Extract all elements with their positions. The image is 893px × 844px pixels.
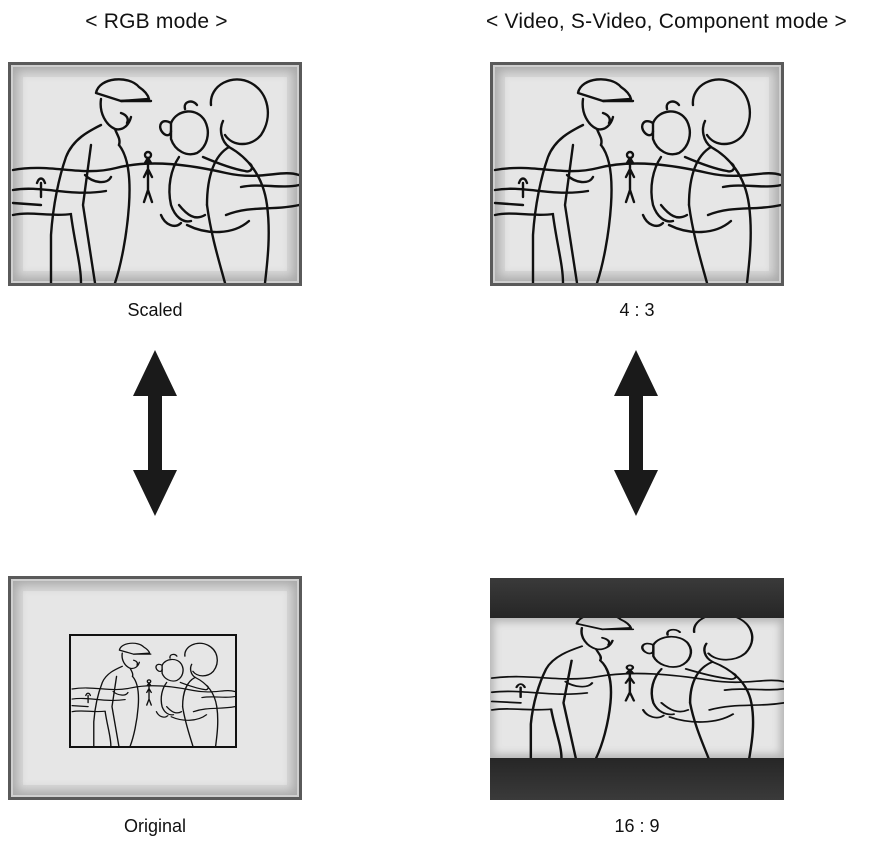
- ratio-16-9-caption: 16 : 9: [614, 816, 660, 836]
- scene-image: [11, 78, 299, 283]
- scene-image: [493, 78, 781, 283]
- scaled-screen: [8, 62, 302, 286]
- double-arrow-icon: [614, 350, 658, 516]
- double-arrow-icon: [133, 350, 177, 516]
- scene-image: [490, 612, 784, 760]
- ratio-16-9-screen: [490, 578, 784, 800]
- original-caption: Original: [123, 816, 187, 836]
- video-mode-heading: < Video, S-Video, Component mode >: [486, 10, 847, 33]
- scene-image: [71, 642, 235, 746]
- original-screen: [8, 576, 302, 800]
- rgb-mode-heading: < RGB mode >: [85, 10, 228, 33]
- original-image-window: [69, 634, 237, 748]
- ratio-4-3-caption: 4 : 3: [619, 300, 655, 320]
- ratio-4-3-screen: [490, 62, 784, 286]
- bottom-letterbox-bar: [490, 758, 784, 800]
- widescreen-picture: [490, 612, 784, 760]
- scaled-caption: Scaled: [127, 300, 183, 320]
- top-letterbox-bar: [490, 578, 784, 618]
